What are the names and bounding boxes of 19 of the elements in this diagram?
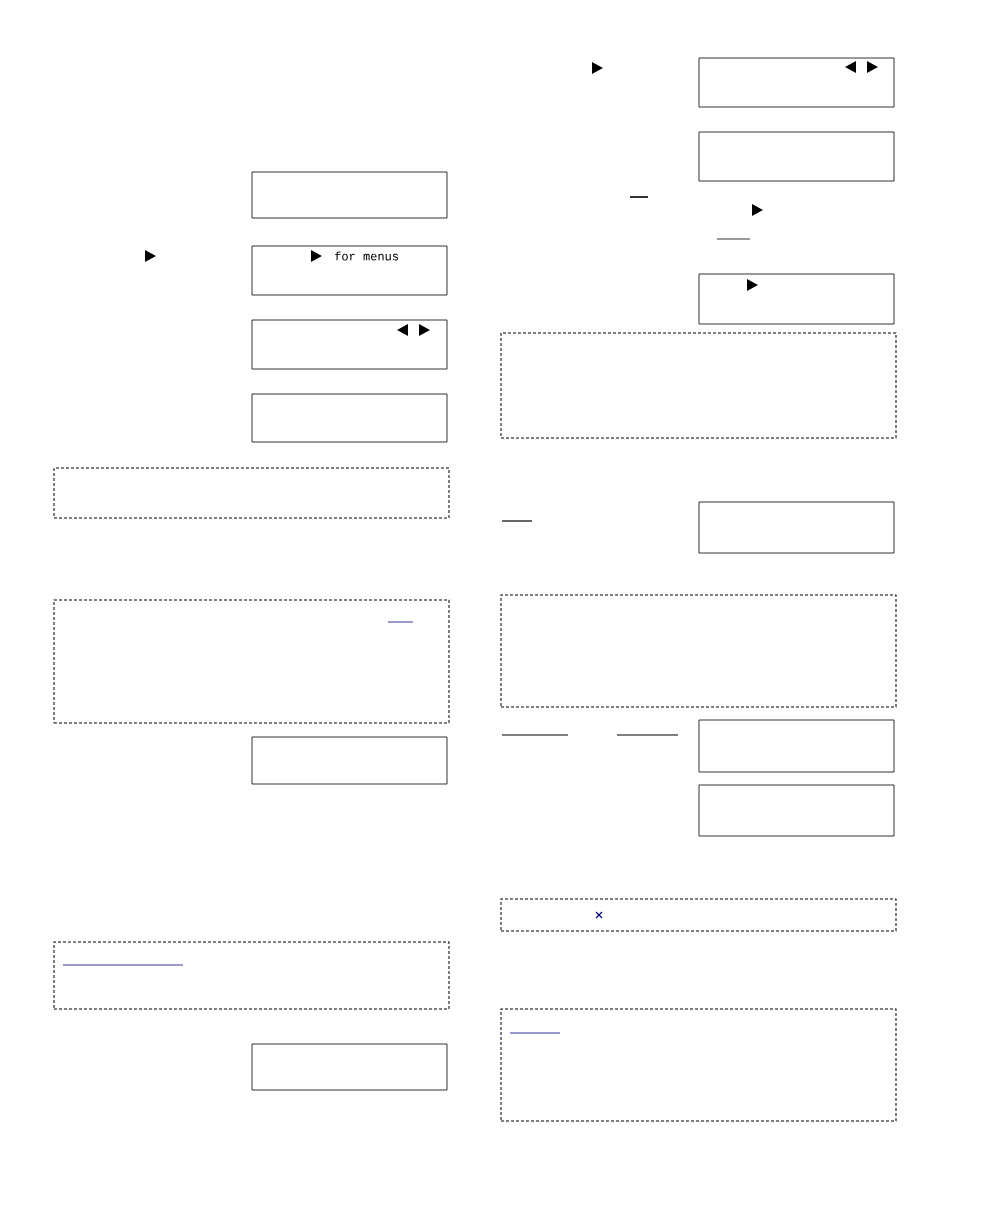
dashed-note-box [500, 898, 897, 932]
display-box [251, 319, 448, 370]
display-box [251, 736, 448, 785]
dashed-note-box [53, 599, 450, 724]
dashed-note-box [500, 332, 897, 439]
display-box [698, 131, 895, 182]
dashed-note-box [500, 594, 897, 708]
display-box [698, 719, 895, 773]
dashed-note-box [53, 941, 450, 1010]
dashed-note-box [53, 467, 450, 519]
display-box [698, 501, 895, 554]
display-box: for menus [251, 245, 448, 296]
dashed-note-box [500, 1008, 897, 1122]
display-box [698, 273, 895, 325]
display-box [251, 1043, 448, 1091]
display-box [251, 171, 448, 219]
display-box [698, 57, 895, 108]
display-box [251, 393, 448, 443]
display-box [698, 784, 895, 837]
